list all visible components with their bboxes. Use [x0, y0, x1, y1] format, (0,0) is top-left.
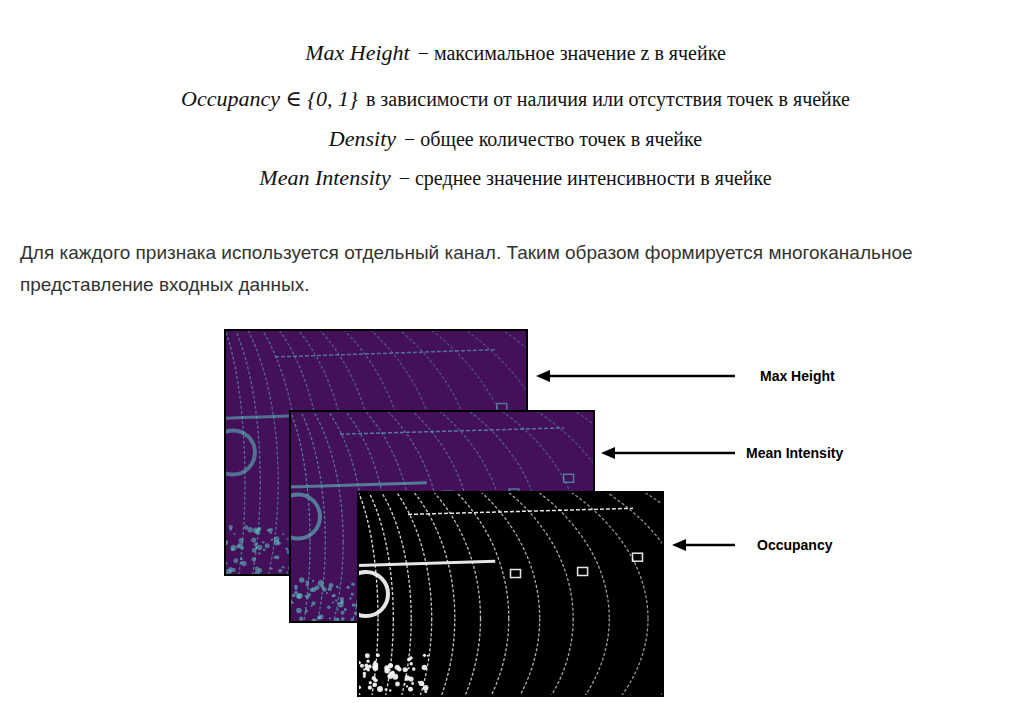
paragraph: Для каждого признака используется отдель… — [20, 237, 1020, 301]
feature-name: Mean Intensity — [259, 165, 390, 190]
channel-image — [0, 405, 881, 703]
pointer-arrow — [601, 447, 735, 459]
feature-name: Occupancy ∈ {0, 1} — [181, 86, 358, 111]
feature-description: − общее количество точек в ячейке — [404, 128, 702, 150]
channel-image — [0, 238, 748, 703]
formula-line: Occupancy ∈ {0, 1} в зависимости от налич… — [0, 86, 1031, 112]
pointer-arrow — [536, 370, 735, 382]
formula-line: Max Height − максимальное значение z в яч… — [0, 40, 1031, 66]
feature-description: − максимальное значение z в ячейке — [418, 42, 726, 64]
feature-name: Density — [329, 126, 396, 151]
feature-name: Max Height — [305, 40, 409, 65]
feature-description: в зависимости от наличия или отсутствия … — [366, 88, 850, 110]
formula-line: Mean Intensity − среднее значение интенси… — [0, 165, 1031, 191]
channel-image — [0, 324, 813, 703]
channel-label: Occupancy — [757, 537, 832, 553]
feature-description: − среднее значение интенсивности в ячейк… — [399, 167, 772, 189]
pointer-arrow — [672, 539, 735, 551]
formula-line: Density − общее количество точек в ячейке — [0, 126, 1031, 152]
channel-label: Max Height — [760, 368, 835, 384]
channel-label: Mean Intensity — [746, 445, 843, 461]
